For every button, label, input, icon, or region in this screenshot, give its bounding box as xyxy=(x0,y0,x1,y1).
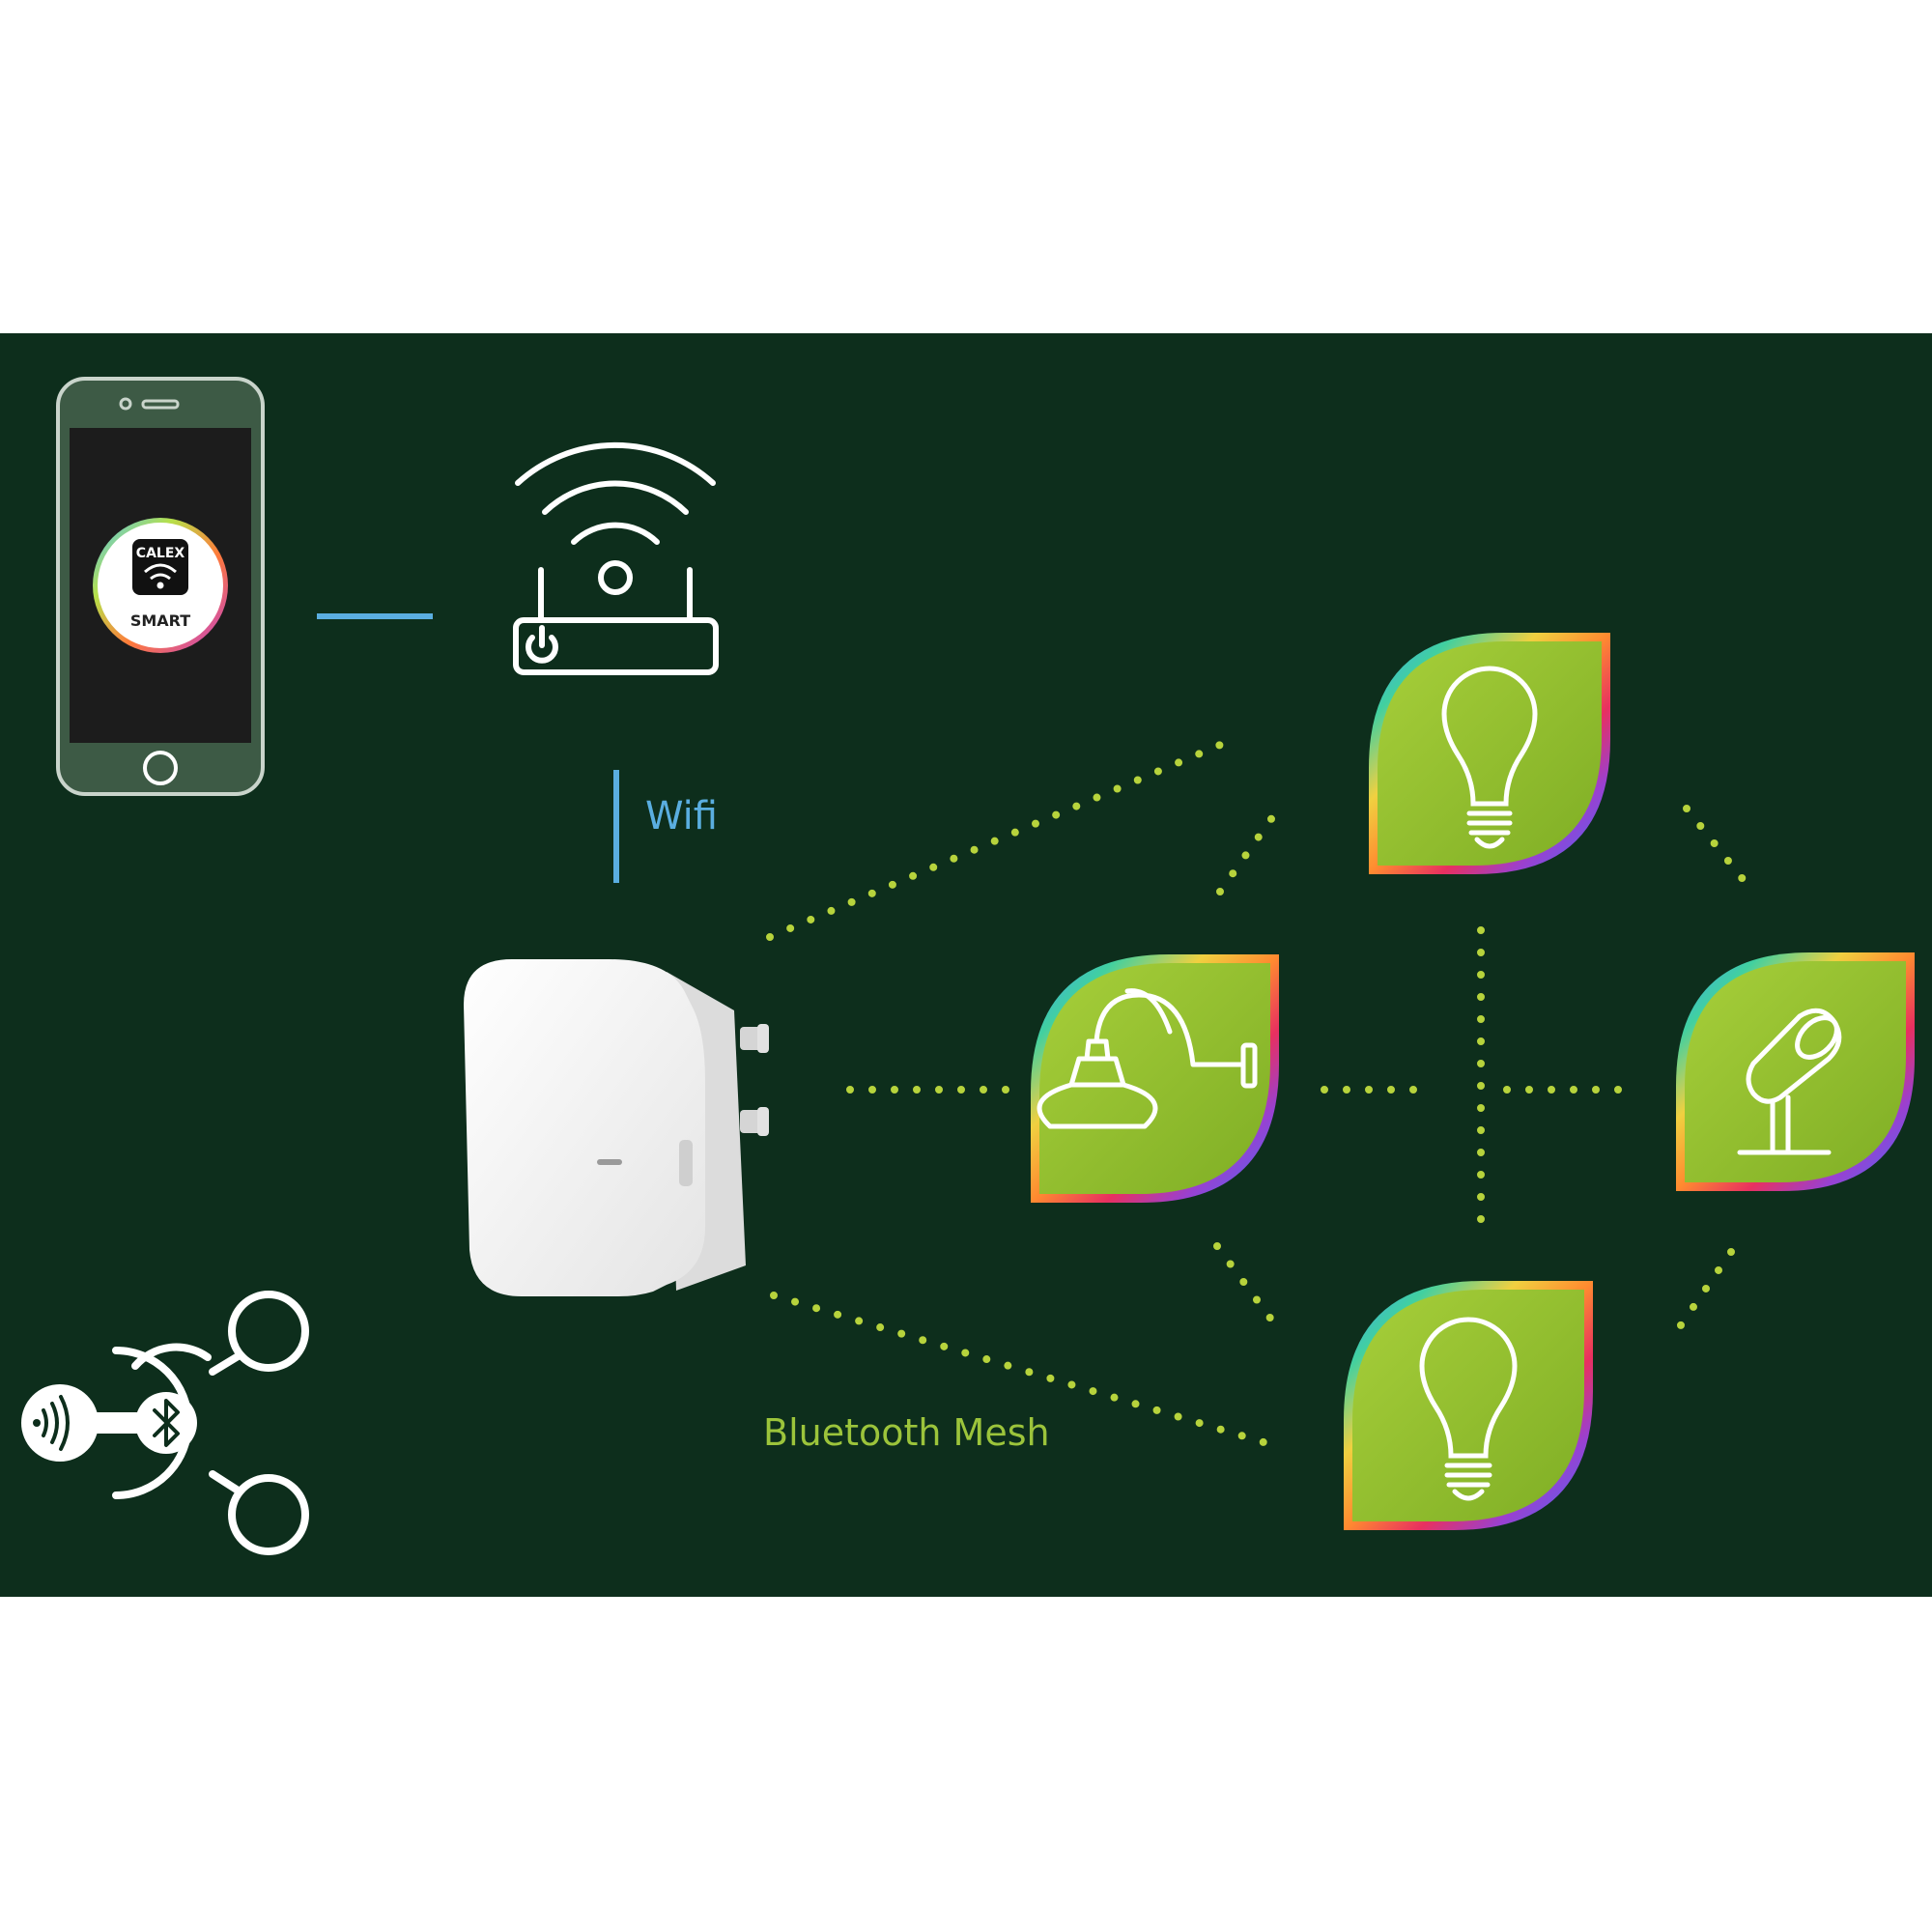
wifi-label: Wifi xyxy=(645,794,718,838)
light-bulb-icon xyxy=(1441,666,1538,849)
bluetooth-mesh-icon xyxy=(21,1291,309,1555)
app-brand-label: CALEX xyxy=(136,546,185,561)
spotlight-tile xyxy=(1676,952,1915,1191)
bluetooth-mesh-label: Bluetooth Mesh xyxy=(763,1411,1050,1454)
background-band xyxy=(0,333,1932,1597)
gateway-plug-icon xyxy=(464,959,769,1296)
bluetooth-mesh-connections xyxy=(766,733,1754,1446)
smartphone-icon: CALEX SMART xyxy=(56,377,265,796)
wall-lamp-icon xyxy=(1037,988,1258,1129)
calex-smart-app-icon: CALEX SMART xyxy=(93,518,228,653)
garden-spotlight-icon xyxy=(1737,1008,1842,1155)
wifi-router-icon xyxy=(513,441,719,675)
bulb-tile-top xyxy=(1369,633,1610,874)
wall-lamp-tile xyxy=(1031,954,1279,1203)
bulb-tile-bottom xyxy=(1344,1281,1593,1530)
light-bulb-icon xyxy=(1419,1317,1518,1501)
app-caption-label: SMART xyxy=(130,611,190,630)
